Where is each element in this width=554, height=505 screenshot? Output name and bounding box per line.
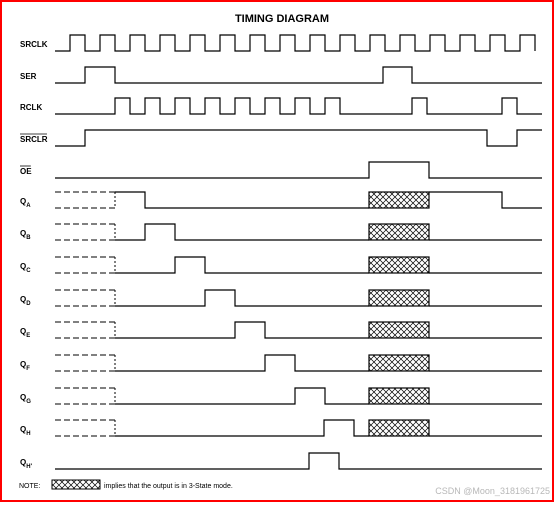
signal-label-qh: QH bbox=[20, 425, 31, 437]
wave-srclr bbox=[55, 129, 542, 147]
tristate-region-qh bbox=[368, 419, 430, 437]
wave-qh-prime bbox=[55, 452, 542, 470]
signal-label-srclk-main: SRCLK bbox=[20, 40, 48, 49]
signal-label-qc-main: Q bbox=[20, 262, 26, 271]
wave-rclk bbox=[55, 97, 542, 115]
tristate-region-qc bbox=[368, 256, 430, 274]
tristate-region-qd bbox=[368, 289, 430, 307]
watermark: CSDN @Moon_3181961725 bbox=[435, 486, 550, 496]
signal-label-qh-prime-main: Q bbox=[20, 458, 26, 467]
note-text: implies that the output is in 3-State mo… bbox=[104, 483, 233, 490]
note-prefix: NOTE: bbox=[19, 483, 40, 490]
tristate-region-qf bbox=[368, 354, 430, 372]
wave-srclk bbox=[55, 34, 536, 52]
signal-label-srclk: SRCLK bbox=[20, 40, 48, 49]
signal-label-qh-prime-sub: H' bbox=[26, 464, 32, 470]
wave-qa-after bbox=[429, 191, 542, 209]
signal-label-qe-main: Q bbox=[20, 327, 26, 336]
diagram-title: TIMING DIAGRAM bbox=[235, 13, 329, 25]
wave-qa bbox=[115, 191, 369, 209]
signal-label-oe: OE bbox=[20, 167, 32, 176]
wave-oe bbox=[55, 161, 542, 179]
signal-label-qb-main: Q bbox=[20, 229, 26, 238]
signal-label-qd-sub: D bbox=[26, 301, 31, 307]
wave-qc bbox=[115, 256, 369, 274]
signal-label-qf: QF bbox=[20, 360, 30, 372]
signal-label-qf-main: Q bbox=[20, 360, 26, 369]
tristate-region-qb bbox=[368, 223, 430, 241]
signal-label-qd: QD bbox=[20, 295, 31, 307]
wave-ser bbox=[55, 66, 542, 84]
signal-label-qa-main: Q bbox=[20, 197, 26, 206]
signal-label-qg: QG bbox=[20, 393, 31, 405]
signal-label-qc: QC bbox=[20, 262, 31, 274]
signal-label-qb-sub: B bbox=[26, 235, 31, 241]
signal-label-srclr: SRCLR bbox=[20, 135, 48, 144]
wave-qf bbox=[115, 354, 369, 372]
signal-label-qh-prime: QH' bbox=[20, 458, 33, 470]
wave-qb bbox=[115, 223, 369, 241]
signal-label-qh-main: Q bbox=[20, 425, 26, 434]
wave-qe bbox=[115, 321, 369, 339]
signal-label-qg-main: Q bbox=[20, 393, 26, 402]
signal-label-oe-main: OE bbox=[20, 167, 32, 176]
waveforms bbox=[55, 34, 542, 470]
wave-qh bbox=[115, 419, 369, 437]
wave-qg bbox=[115, 387, 369, 405]
signal-label-qb: QB bbox=[20, 229, 31, 241]
signal-label-qe-sub: E bbox=[26, 333, 30, 339]
signal-label-rclk-main: RCLK bbox=[20, 103, 42, 112]
tristate-legend-swatch bbox=[51, 479, 101, 490]
timing-diagram: TIMING DIAGRAM SRCLKSERRCLKSRCLROEQAQBQC… bbox=[19, 13, 550, 496]
tristate-region-qg bbox=[368, 387, 430, 405]
signal-label-qd-main: Q bbox=[20, 295, 26, 304]
signal-label-srclr-main: SRCLR bbox=[20, 135, 48, 144]
signal-label-qe: QE bbox=[20, 327, 30, 339]
signal-label-rclk: RCLK bbox=[20, 103, 42, 112]
signal-label-qc-sub: C bbox=[26, 268, 31, 274]
signal-label-ser-main: SER bbox=[20, 72, 37, 81]
tristate-region-qe bbox=[368, 321, 430, 339]
signal-label-qg-sub: G bbox=[26, 399, 31, 405]
signal-label-qf-sub: F bbox=[26, 366, 30, 372]
signal-label-qa-sub: A bbox=[26, 203, 31, 209]
signal-label-qa: QA bbox=[20, 197, 31, 209]
signal-label-qh-sub: H bbox=[26, 431, 30, 437]
wave-qd bbox=[115, 289, 369, 307]
signal-label-ser: SER bbox=[20, 72, 37, 81]
tristate-region-qa bbox=[368, 191, 430, 209]
